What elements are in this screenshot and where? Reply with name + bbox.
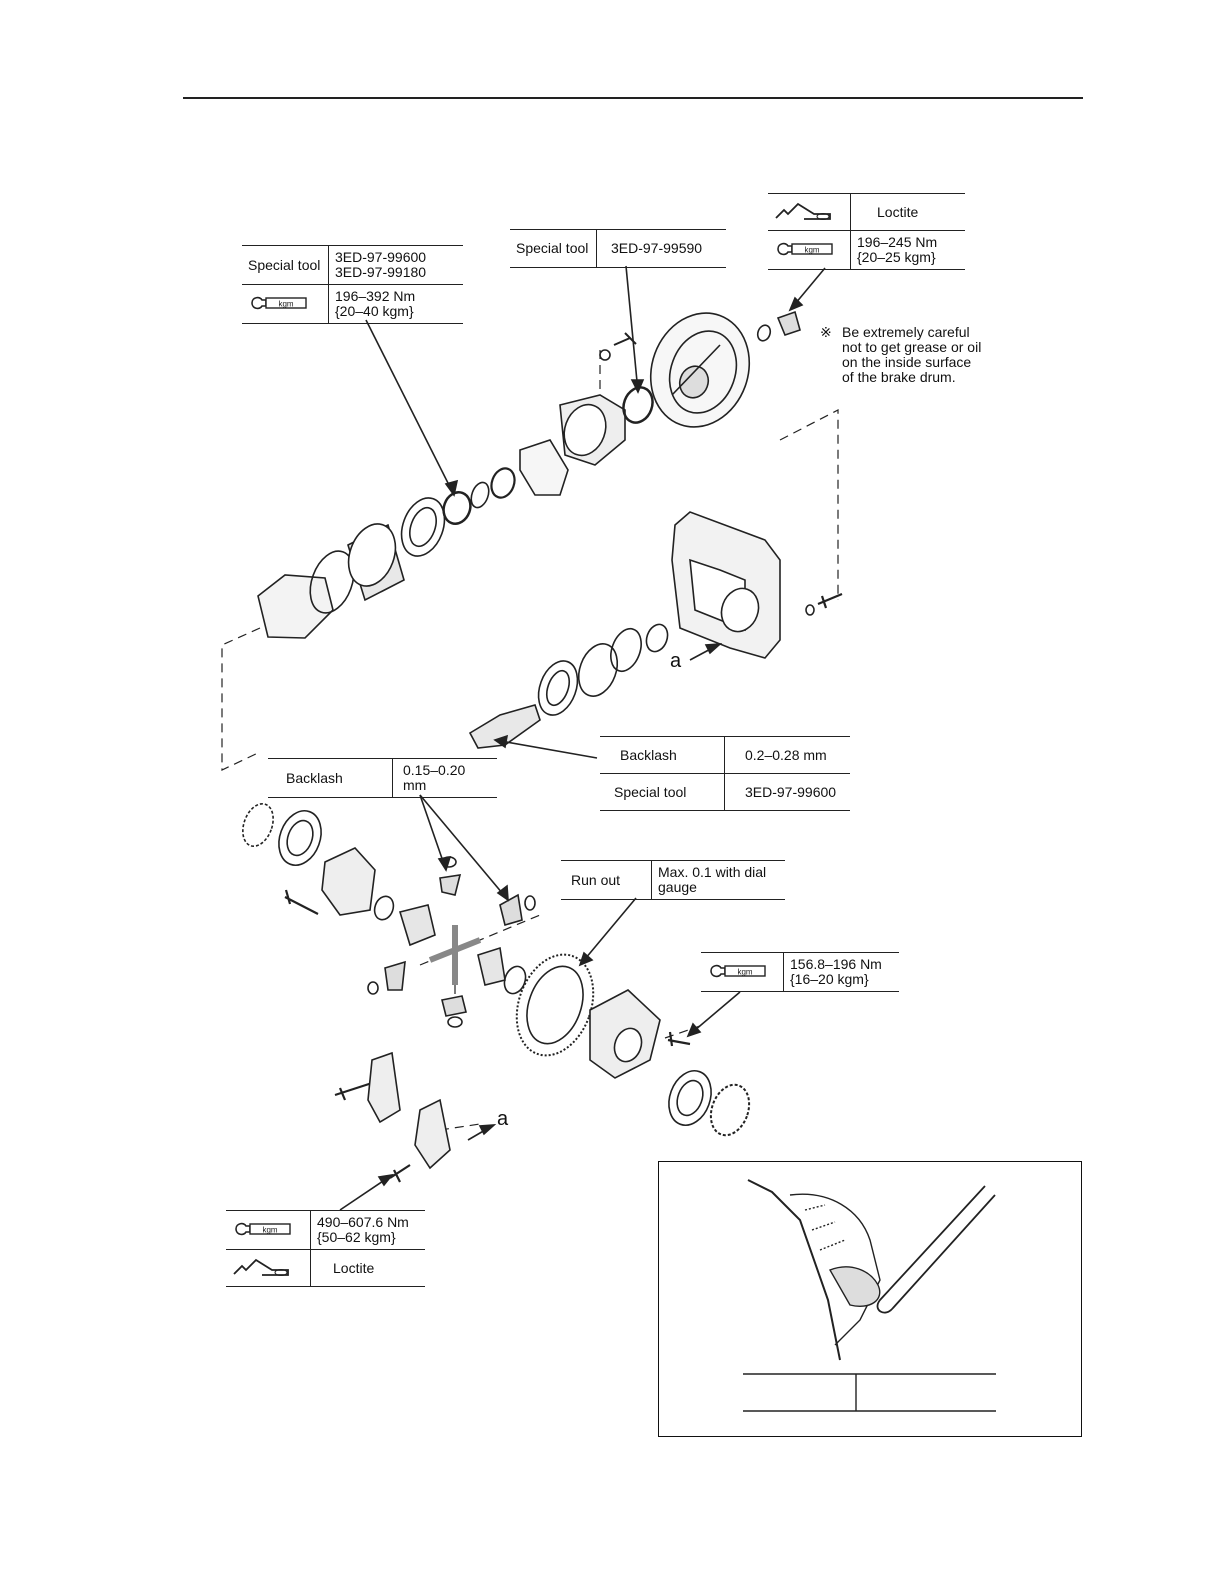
drum-nut xyxy=(776,310,801,336)
pinion-mate-left xyxy=(384,960,406,991)
pinion-gear xyxy=(468,704,541,749)
torque-value-kgm: {16–20 kgm} xyxy=(790,971,869,987)
case-left xyxy=(321,847,376,916)
run-out-value-1: Max. 0.1 with dial xyxy=(658,864,767,880)
adjuster-left xyxy=(242,802,274,848)
drive-pinion-assembly xyxy=(468,623,669,749)
backlash-value: 0.15–0.20 mm xyxy=(392,758,497,798)
gasket xyxy=(519,439,569,496)
shim-1 xyxy=(610,627,642,673)
svg-text:kgm: kgm xyxy=(804,245,819,254)
bearing-cap-bolt xyxy=(284,889,319,915)
callout-loctite-top: Loctite kgm 196–245 Nm{20–25 kgm} xyxy=(768,193,965,270)
ring-gear xyxy=(515,953,595,1057)
inset-illustration xyxy=(743,1179,996,1412)
torque-wrench-icon: kgm xyxy=(226,1210,311,1250)
svg-text:kgm: kgm xyxy=(278,299,293,308)
loctite-icon xyxy=(226,1249,311,1287)
svg-text:kgm: kgm xyxy=(737,967,752,976)
pinion-flange-assembly xyxy=(257,332,654,639)
brake-drum xyxy=(649,312,751,428)
o-ring xyxy=(309,550,355,614)
retainer-plate xyxy=(257,574,334,639)
leader-arrows xyxy=(339,265,826,1211)
torque-wrench-icon: kgm xyxy=(701,952,784,992)
callout-backlash-right: Backlash 0.2–0.28 mm Special tool 3ED-97… xyxy=(600,736,850,811)
bearing-caps xyxy=(334,1051,451,1183)
differential-assembly xyxy=(242,802,751,1137)
housing-bolt xyxy=(817,592,843,609)
reference-marker-a: a xyxy=(670,650,682,672)
brake-drum-note: Be extremely careful not to get grease o… xyxy=(842,324,982,385)
loctite-label: Loctite xyxy=(850,193,965,231)
special-tool-label: Special tool xyxy=(510,229,597,268)
drum-o-ring xyxy=(756,324,772,342)
taper-bearing-2 xyxy=(537,660,579,716)
special-tool-number-1: 3ED-97-99600 xyxy=(335,249,427,265)
loctite-icon xyxy=(768,193,851,231)
special-tool-label: Special tool xyxy=(600,773,725,811)
washer xyxy=(470,481,490,509)
torque-value: 196–392 Nm xyxy=(335,288,416,304)
run-out-value-2: gauge xyxy=(658,879,697,895)
torque-wrench-icon: kgm xyxy=(242,284,329,324)
callout-torque-mid-right: kgm 156.8–196 Nm{16–20 kgm} xyxy=(701,952,899,992)
ring-bolt xyxy=(667,1031,691,1047)
pinion-mate-top xyxy=(439,874,462,896)
oil-seal xyxy=(622,386,654,424)
torque-value-kgm: {20–40 kgm} xyxy=(335,303,414,319)
torque-value: 156.8–196 Nm xyxy=(790,956,882,972)
side-bearing-right xyxy=(668,1070,712,1126)
shim-2 xyxy=(577,643,619,697)
torque-value-kgm: {50–62 kgm} xyxy=(317,1229,396,1245)
side-gear-right xyxy=(477,946,506,986)
backlash-value: 0.2–0.28 mm xyxy=(724,736,850,774)
carrier-housing xyxy=(671,511,781,659)
side-gear-left xyxy=(398,904,436,947)
snap-ring xyxy=(599,349,611,361)
callout-backlash-left: Backlash 0.15–0.20 mm xyxy=(268,758,497,798)
backlash-label: Backlash xyxy=(268,758,393,798)
inset-panel xyxy=(658,1161,1082,1437)
taper-bearing-1 xyxy=(400,497,446,557)
special-tool-number: 3ED-97-99590 xyxy=(596,229,726,268)
side-bearing-left xyxy=(278,810,322,866)
retainer-bolt xyxy=(613,332,637,346)
svg-text:kgm: kgm xyxy=(262,1225,277,1234)
run-out-label: Run out xyxy=(561,860,652,900)
callout-special-tool-center: Special tool 3ED-97-99590 xyxy=(510,229,726,268)
torque-value-kgm: {20–25 kgm} xyxy=(857,249,936,265)
spider xyxy=(428,925,482,985)
special-tool-number-2: 3ED-97-99180 xyxy=(335,264,427,280)
reference-marker-a: a xyxy=(497,1108,509,1130)
special-tool-label: Special tool xyxy=(242,245,329,285)
backlash-label: Backlash xyxy=(600,736,725,774)
pinion-mate-bottom xyxy=(441,995,467,1017)
bearing-race xyxy=(645,623,669,653)
note-mark: ※ xyxy=(820,324,832,340)
torque-value: 490–607.6 Nm xyxy=(317,1214,409,1230)
lock-nut xyxy=(442,491,472,525)
pinion-mate-right xyxy=(499,893,523,927)
special-tool-number: 3ED-97-99600 xyxy=(724,773,850,811)
torque-wrench-icon: kgm xyxy=(768,230,851,270)
collar xyxy=(490,467,516,499)
callout-torque-bottom-left: kgm 490–607.6 Nm{50–62 kgm} Loctite xyxy=(226,1210,425,1287)
loctite-label: Loctite xyxy=(310,1249,425,1287)
torque-value: 196–245 Nm xyxy=(857,234,938,250)
adjuster-right xyxy=(709,1083,751,1137)
